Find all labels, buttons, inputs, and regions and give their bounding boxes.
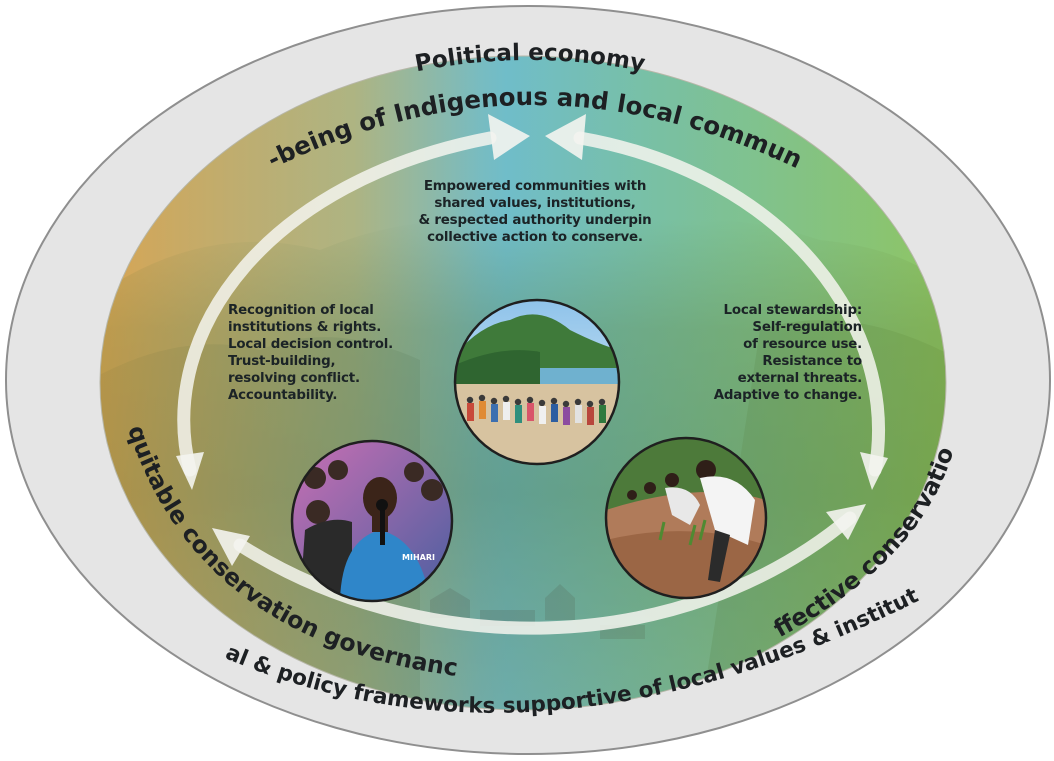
right-text-line: Resistance to — [762, 354, 862, 369]
cycle-arrows — [177, 131, 885, 635]
arrow-left-to-top — [177, 131, 497, 477]
photo-mangrove-planting — [604, 436, 768, 600]
arrowhead-right — [826, 504, 866, 540]
arrowhead-left — [212, 528, 250, 566]
arrowhead-right-down — [860, 452, 888, 490]
arrowhead-top-right — [545, 114, 586, 160]
right-text: Local stewardship: Self-regulation of re… — [670, 302, 862, 404]
left-text: Recognition of local institutions & righ… — [228, 302, 393, 404]
left-text-line: institutions & rights. — [228, 320, 382, 335]
arrowheads — [176, 114, 888, 566]
center-text-line: shared values, institutions, — [434, 196, 636, 211]
center-text-line: collective action to conserve. — [427, 230, 643, 245]
left-text-line: Accountability. — [228, 388, 338, 403]
photo-woman-speaking: MIHARI — [290, 439, 454, 603]
right-text-line: Local stewardship: — [723, 303, 863, 318]
arrow-bottom — [233, 511, 857, 635]
left-text-line: resolving conflict. — [228, 371, 360, 386]
right-text-line: Adaptive to change. — [713, 388, 862, 403]
arrowhead-top-left — [488, 114, 530, 160]
left-text-line: Local decision control. — [228, 337, 394, 352]
photo-badge-text: MIHARI — [402, 553, 435, 562]
center-text-line: & respected authority underpin — [418, 213, 652, 228]
left-text-line: Trust-building, — [228, 354, 336, 369]
right-text-line: Self-regulation — [752, 320, 862, 335]
right-text-line: of resource use. — [743, 337, 862, 352]
right-text-line: external threats. — [737, 371, 863, 386]
arrow-right-to-top — [573, 131, 885, 477]
center-text-line: Empowered communities with — [423, 179, 647, 194]
center-text: Empowered communities with shared values… — [382, 178, 688, 246]
photo-beach-gathering — [453, 298, 621, 466]
left-text-line: Recognition of local — [228, 303, 374, 318]
arrowhead-left-down — [176, 452, 204, 490]
